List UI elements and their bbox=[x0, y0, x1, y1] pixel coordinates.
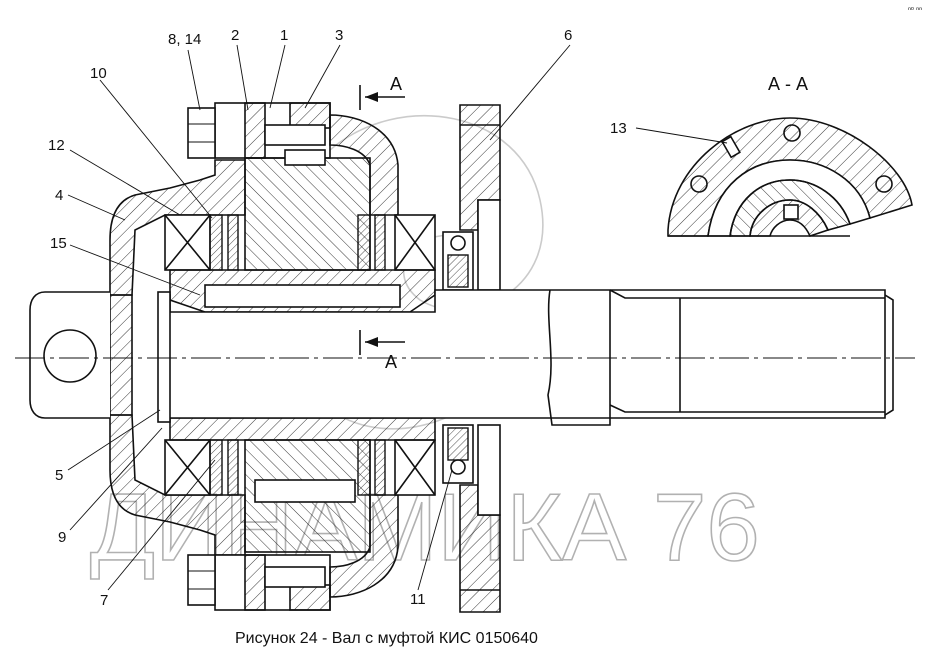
bearing-right-top bbox=[394, 214, 436, 271]
section-view-title: А - А bbox=[768, 74, 808, 94]
section-arrow-top: А bbox=[359, 74, 405, 110]
bolt-bottom bbox=[187, 554, 216, 606]
callout-2: 2 bbox=[231, 27, 239, 44]
section-mark-top: А bbox=[390, 74, 402, 94]
callout-leaders bbox=[67, 44, 728, 591]
callout-13: 13 bbox=[610, 120, 627, 137]
callout-7: 7 bbox=[100, 592, 108, 609]
main-shaft bbox=[157, 289, 894, 426]
callout-8-14: 8, 14 bbox=[168, 31, 201, 48]
shaft-sleeve bbox=[169, 269, 436, 441]
coupling-hub bbox=[244, 149, 371, 553]
seal-top bbox=[442, 231, 474, 291]
spacer-rings bbox=[209, 214, 386, 496]
flange-top bbox=[214, 102, 399, 216]
callout-12: 12 bbox=[48, 137, 65, 154]
flange-6 bbox=[459, 104, 501, 613]
callout-10: 10 bbox=[90, 65, 107, 82]
callout-labels: 8, 14 2 1 3 6 10 12 4 15 5 9 7 11 13 bbox=[48, 27, 627, 609]
callout-6: 6 bbox=[564, 27, 572, 44]
callout-3: 3 bbox=[335, 27, 343, 44]
section-mark-bottom: А bbox=[385, 352, 397, 372]
bearing-left-bottom bbox=[164, 439, 211, 496]
bolt-top bbox=[187, 107, 216, 159]
corner-mark: ⁿᵒ ⁿⁿ bbox=[908, 5, 922, 14]
callout-5: 5 bbox=[55, 467, 63, 484]
callout-15: 15 bbox=[50, 235, 67, 252]
lug-hole bbox=[43, 329, 97, 383]
section-view-a-a: А - А bbox=[667, 74, 913, 237]
bearing-right-bottom bbox=[394, 439, 436, 496]
callout-11: 11 bbox=[410, 591, 426, 608]
seal-bottom bbox=[442, 424, 474, 484]
mounting-lug bbox=[29, 291, 110, 419]
bearing-left-top bbox=[164, 214, 211, 271]
section-arrow-bottom: А bbox=[359, 330, 405, 372]
callout-9: 9 bbox=[58, 529, 66, 546]
callout-4: 4 bbox=[55, 187, 63, 204]
callout-1: 1 bbox=[280, 27, 288, 44]
flange-bottom bbox=[214, 494, 399, 611]
figure-caption: Рисунок 24 - Вал с муфтой КИС 0150640 bbox=[235, 630, 538, 647]
